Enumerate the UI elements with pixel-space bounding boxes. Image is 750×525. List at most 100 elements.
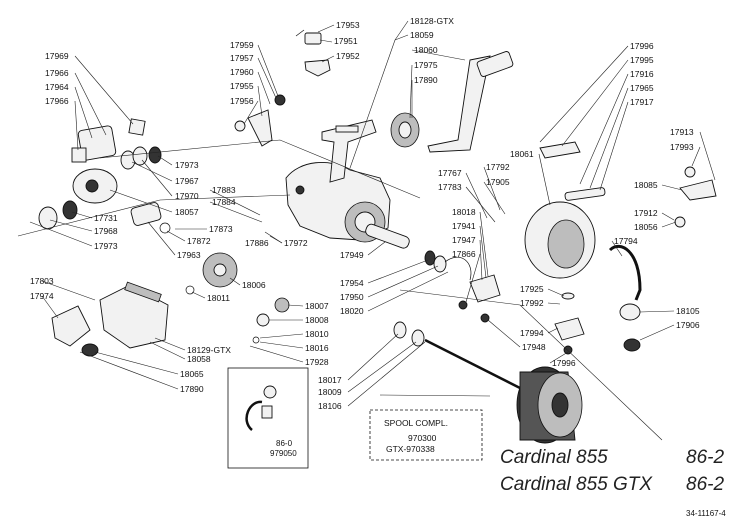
- rotor-housing-center: [85, 179, 99, 193]
- part-label: 17872: [187, 236, 211, 246]
- drive-gear-hub: [213, 263, 227, 277]
- part-label: 17954: [340, 278, 364, 288]
- part-label: 17963: [177, 250, 201, 260]
- washer-18017: [393, 321, 407, 339]
- guide-line-2: [99, 139, 421, 199]
- part-label: 17884: [212, 197, 236, 207]
- part-label: 18106: [318, 401, 342, 411]
- part-label: 17767: [438, 168, 462, 178]
- bail-block-17964: [77, 125, 117, 161]
- spool-hub: [551, 392, 569, 418]
- part-label: 17996: [630, 41, 654, 51]
- washer-17968: [38, 206, 58, 230]
- part-label: 17906: [676, 320, 700, 330]
- pin-17917: [564, 187, 606, 201]
- part-label: 17970: [175, 191, 199, 201]
- part-label: 17925: [520, 284, 544, 294]
- part-label: 18056: [634, 222, 658, 232]
- part-label: 17890: [180, 384, 204, 394]
- spool-box-frame: [369, 409, 483, 461]
- washer-17954: [424, 250, 436, 266]
- part-label: 17731: [94, 213, 118, 223]
- part-label: 18011: [207, 293, 230, 303]
- part-label: 18057: [175, 207, 199, 217]
- part-label: 18059: [410, 30, 434, 40]
- bail-arm-18085: [679, 179, 717, 201]
- washer-17970: [132, 146, 148, 166]
- part-label: 17966: [45, 96, 69, 106]
- part-label: 18128-GTX: [410, 16, 454, 26]
- part-label: 17912: [634, 208, 658, 218]
- part-label: 18006: [242, 280, 266, 290]
- inset-code-1: 86-0: [276, 439, 293, 448]
- part-label: 17968: [94, 226, 118, 236]
- washer-17950: [433, 255, 447, 273]
- part-label: 17966: [45, 68, 69, 78]
- part-17955: [247, 109, 273, 147]
- part-label: 17883: [212, 185, 236, 195]
- shaft-17949: [365, 223, 410, 249]
- part-label: 17947: [452, 235, 476, 245]
- part-label: 18060: [414, 45, 438, 55]
- part-label: 17996: [552, 358, 576, 368]
- screw-17948: [480, 313, 490, 323]
- part-label: 17890: [414, 75, 438, 85]
- part-label: 17993: [670, 142, 694, 152]
- part-label: 17952: [336, 51, 360, 61]
- part-label: 17886: [245, 238, 269, 248]
- part-label: 18085: [634, 180, 658, 190]
- inset-bushing: [261, 405, 273, 419]
- rotor-head-inner: [547, 219, 585, 269]
- washer-17731b: [62, 200, 78, 220]
- part-17969: [128, 118, 146, 136]
- part-label: 18017: [318, 375, 342, 385]
- part-label: 17905: [486, 177, 510, 187]
- part-17994: [554, 317, 585, 341]
- part-label: 17950: [340, 292, 364, 302]
- model-page-2: 86-2: [686, 474, 724, 495]
- guide-line-4: [379, 394, 491, 397]
- part-18010: [252, 336, 260, 344]
- inset-code-2: 979050: [270, 449, 297, 458]
- part-label: 17992: [520, 298, 544, 308]
- part-label: 18061: [510, 149, 534, 159]
- part-label: 17957: [230, 53, 254, 63]
- part-shapes: [17, 29, 717, 444]
- part-label: 18008: [305, 315, 329, 325]
- spring-18020: [444, 256, 472, 281]
- part-label: 17994: [520, 328, 544, 338]
- spool-complete-box: SPOOL COMPL. 970300 GTX-970338: [369, 409, 483, 461]
- roller-18105: [619, 303, 641, 321]
- part-17995: [539, 141, 581, 159]
- model-name-2: Cardinal 855 GTX: [500, 474, 653, 495]
- document-code: 34-11167-4: [686, 509, 726, 518]
- part-label: 17803: [30, 276, 54, 286]
- part-label: 18058: [187, 354, 211, 364]
- spool-box-code-2: GTX-970338: [386, 444, 435, 454]
- washer-18011: [185, 285, 195, 295]
- inset-frame: [227, 367, 309, 469]
- side-cover-grip: [124, 281, 162, 303]
- part-label: 18009: [318, 387, 342, 397]
- screw-17866: [458, 300, 468, 310]
- part-17947: [469, 274, 501, 303]
- main-shaft: [424, 338, 521, 390]
- part-label: 17995: [630, 55, 654, 65]
- part-17952: [304, 59, 331, 77]
- part-label: 17916: [630, 69, 654, 79]
- part-label: 17873: [209, 224, 233, 234]
- knob-17993: [684, 166, 696, 178]
- part-label: 17975: [414, 60, 438, 70]
- spool-box-title: SPOOL COMPL.: [384, 418, 448, 428]
- part-label: 17948: [522, 342, 546, 352]
- roller-17963: [130, 202, 162, 226]
- pin-17953: [295, 29, 305, 37]
- part-label: 18020: [340, 306, 364, 316]
- part-label: 17949: [340, 250, 364, 260]
- part-label: 17969: [45, 51, 69, 61]
- part-label: 17783: [438, 182, 462, 192]
- part-label: 17913: [670, 127, 694, 137]
- part-label: 18105: [676, 306, 700, 316]
